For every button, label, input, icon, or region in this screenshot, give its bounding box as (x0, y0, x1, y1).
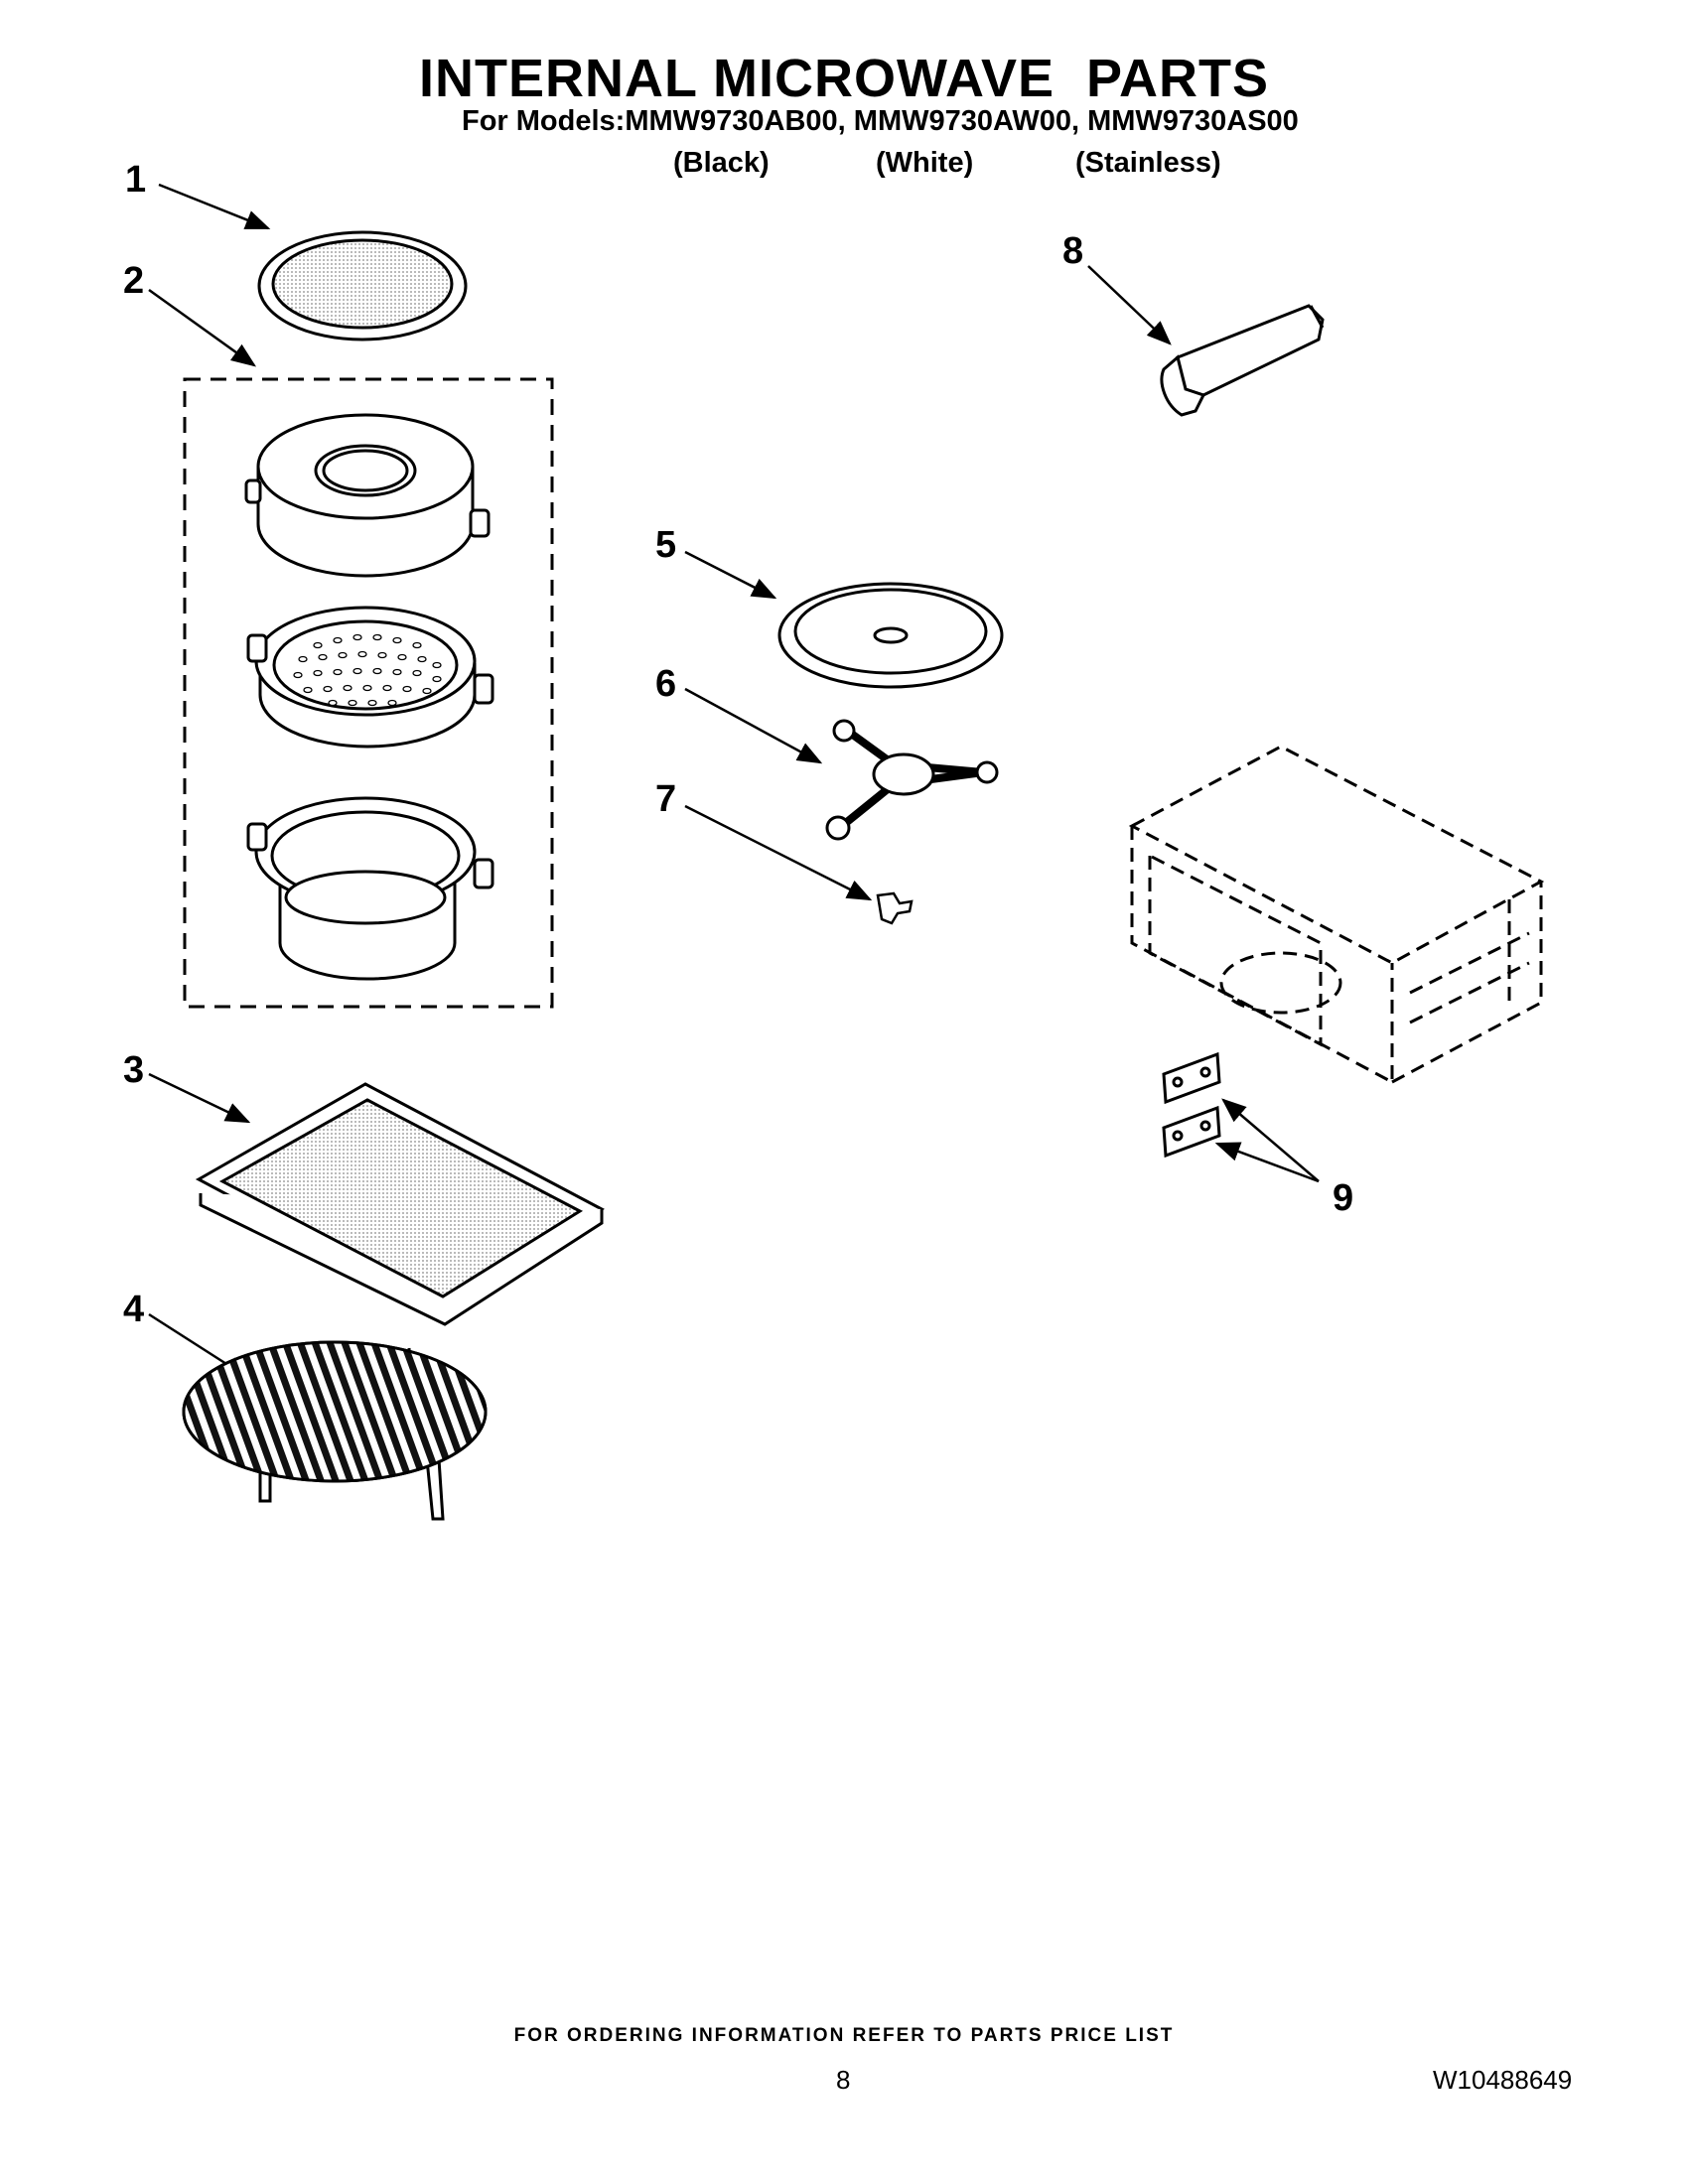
variant-black: (Black) (673, 147, 770, 179)
part-3-crisper-pan (195, 1082, 605, 1326)
callout-6: 6 (655, 663, 677, 705)
callout-5: 5 (655, 524, 677, 566)
arrow-2 (148, 288, 257, 367)
arrow-9b (1214, 1142, 1320, 1183)
callout-8: 8 (1062, 230, 1084, 272)
callout-2: 2 (123, 260, 145, 302)
page-title: INTERNAL MICROWAVE PARTS (418, 49, 1269, 108)
part-6-roller-support (825, 719, 999, 841)
part-9-cavity-assembly (1128, 745, 1545, 1085)
arrow-7 (684, 804, 873, 901)
arrow-1 (158, 183, 271, 230)
part-8-handle (1160, 304, 1325, 417)
arrow-3 (148, 1072, 251, 1124)
variant-stainless: (Stainless) (1075, 147, 1221, 179)
callout-4: 4 (123, 1289, 145, 1330)
arrow-6 (684, 687, 823, 764)
ordering-note: FOR ORDERING INFORMATION REFER TO PARTS … (513, 2025, 1175, 2046)
arrow-9a (1221, 1098, 1320, 1182)
arrow-5 (684, 550, 777, 600)
leader-arrows (148, 183, 1320, 1380)
callout-3: 3 (123, 1049, 145, 1091)
part-9-feet (1162, 1051, 1221, 1159)
page-number: 8 (836, 2065, 851, 2095)
part-5-turntable (777, 582, 1004, 689)
models-subtitle: For Models:MMW9730AB00, MMW9730AW00, MMW… (462, 105, 1299, 137)
variant-white: (White) (876, 147, 974, 179)
callout-1: 1 (125, 159, 147, 201)
part-2-steamer-set (183, 377, 554, 1009)
part-1-tray (257, 230, 468, 341)
callout-9: 9 (1333, 1177, 1354, 1219)
arrow-8 (1087, 265, 1172, 345)
document-number: W10488649 (1433, 2065, 1573, 2095)
part-4-grill-rack (182, 1340, 488, 1521)
part-7-coupler (876, 891, 914, 925)
steamer-holes (293, 633, 442, 707)
callout-7: 7 (655, 778, 677, 820)
